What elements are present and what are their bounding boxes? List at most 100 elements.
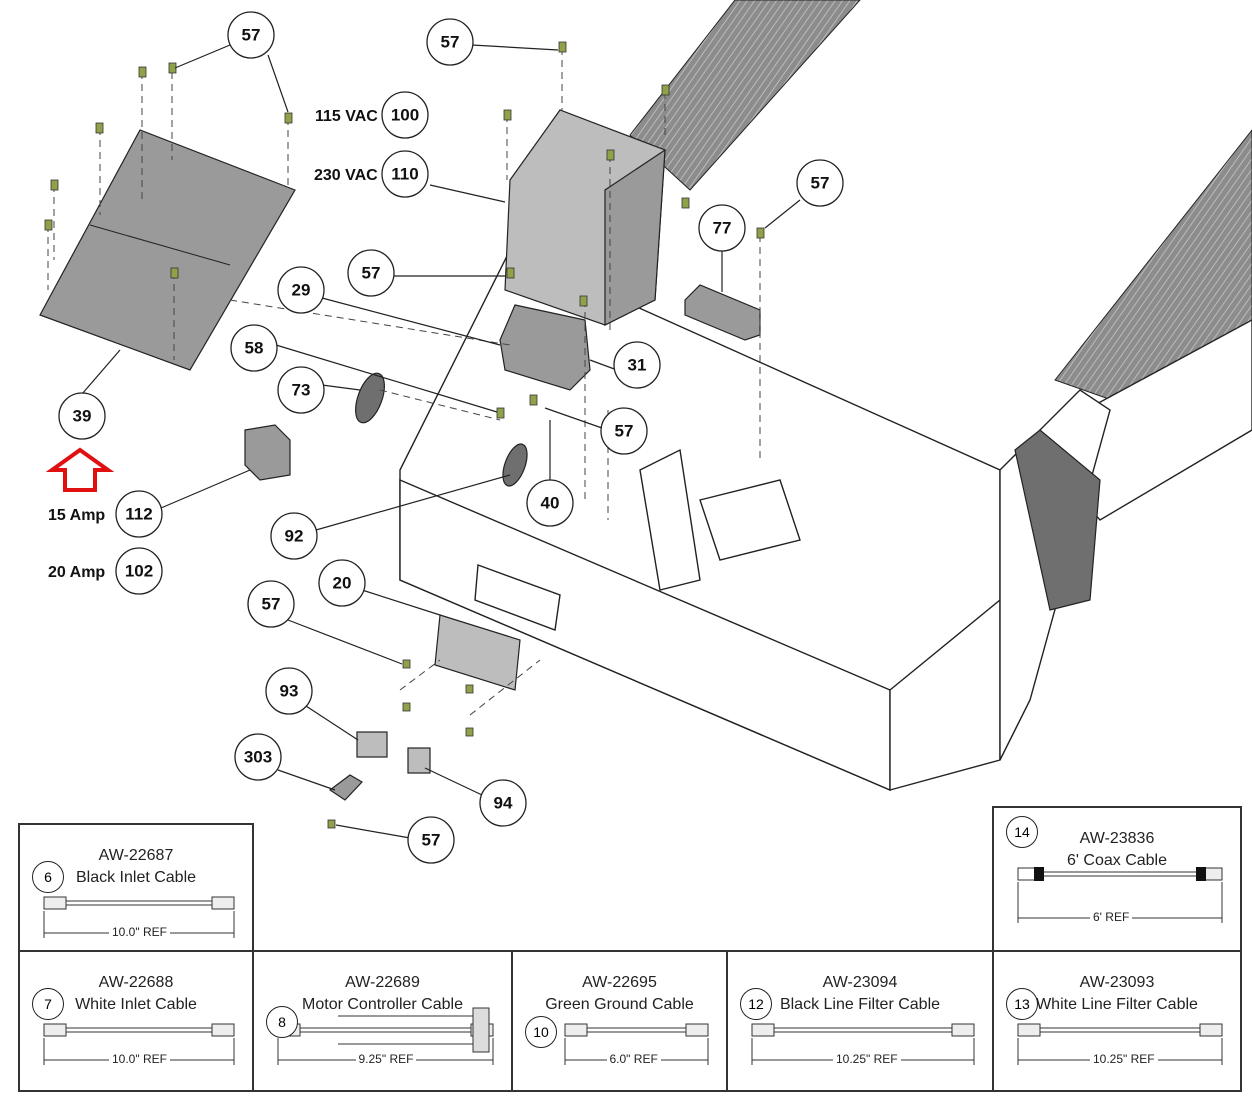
part-number: AW-23093 (1079, 974, 1155, 991)
item-number-badge: 8 (266, 1006, 298, 1038)
callout-number: 57 (615, 422, 634, 441)
callout-number: 40 (541, 494, 560, 513)
amp-label-20: 20 Amp (48, 564, 105, 581)
callout-110: 110 (381, 150, 429, 198)
callout-circle (270, 512, 318, 560)
callout-number: 57 (362, 264, 381, 283)
callout-number: 58 (245, 339, 264, 358)
item-number-badge: 14 (1006, 816, 1038, 848)
callout-circle (234, 733, 282, 781)
part-number: AW-22689 (345, 974, 420, 991)
callout-number: 303 (244, 748, 272, 767)
cable-name: Green Ground Cable (545, 996, 694, 1013)
callout-57: 57 (247, 580, 295, 628)
callout-circle (227, 11, 275, 59)
cable-drawing (751, 1023, 975, 1065)
highlight-arrow-icon (45, 447, 115, 492)
cable-card-aw-23093: AW-23093 White Line Filter Cable 13 10.2… (992, 950, 1242, 1092)
callout-circle (526, 479, 574, 527)
callout-circle (230, 324, 278, 372)
callout-circle (277, 366, 325, 414)
callout-73: 73 (277, 366, 325, 414)
cable-name: White Inlet Cable (75, 996, 197, 1013)
inner-bracket (699, 479, 801, 561)
cable-drawing (43, 1023, 235, 1065)
callout-circle (426, 18, 474, 66)
callout-circle (277, 266, 325, 314)
item-number-badge: 7 (32, 988, 64, 1020)
cable-card-aw-22695: AW-22695 Green Ground Cable 10 6.0" REF (511, 950, 728, 1092)
callout-circle (600, 407, 648, 455)
coax-connector (407, 747, 431, 774)
part-number: AW-22687 (98, 847, 174, 864)
item-number-badge: 12 (740, 988, 772, 1020)
callout-40: 40 (526, 479, 574, 527)
item-number-badge: 13 (1006, 988, 1038, 1020)
callout-number: 57 (422, 831, 441, 850)
cable-card-aw-23836: AW-23836 6' Coax Cable 14 6' REF (992, 806, 1242, 952)
callout-number: 20 (333, 574, 352, 593)
line-filter (684, 284, 761, 341)
callout-circle (381, 150, 429, 198)
callout-circle (698, 204, 746, 252)
callout-94: 94 (479, 779, 527, 827)
cover-fold-line (89, 224, 231, 266)
cable-name: 6' Coax Cable (1067, 852, 1167, 869)
callout-number: 94 (494, 794, 513, 813)
cable-drawing (1017, 867, 1223, 923)
callout-57: 57 (407, 816, 455, 864)
roller (1014, 429, 1101, 611)
cable-name: Black Line Filter Cable (779, 996, 941, 1013)
callout-circle (613, 341, 661, 389)
callout-number: 77 (713, 219, 732, 238)
power-switch (244, 424, 291, 481)
voltage-label-115: 115 VAC (315, 108, 378, 125)
callout-77: 77 (698, 204, 746, 252)
bushing (355, 372, 385, 424)
callout-93: 93 (265, 667, 313, 715)
callout-58: 58 (230, 324, 278, 372)
cable-name: Motor Controller Cable (302, 996, 463, 1013)
ground-bracket (328, 774, 363, 801)
length-ref: 9.25" REF (355, 1052, 417, 1066)
callout-303: 303 (234, 733, 282, 781)
callout-circle (58, 392, 106, 440)
length-ref: 10.25" REF (833, 1052, 901, 1066)
callout-circle (115, 490, 163, 538)
part-number: AW-23836 (1079, 830, 1155, 847)
inlet-bracket (434, 614, 521, 691)
cover-plate (39, 129, 296, 371)
cable-card-aw-22688: AW-22688 White Inlet Cable 7 10.0" REF (18, 950, 254, 1092)
amp-label-15: 15 Amp (48, 507, 105, 524)
part-number: AW-22688 (98, 974, 174, 991)
callout-circle (407, 816, 455, 864)
callout-number: 57 (811, 174, 830, 193)
callout-102: 102 (115, 547, 163, 595)
screws (44, 41, 765, 829)
callout-circle (479, 779, 527, 827)
cable-card-aw-22687: AW-22687 Black Inlet Cable 6 10.0" REF (18, 823, 254, 952)
callout-circle (265, 667, 313, 715)
callout-number: 73 (292, 381, 311, 400)
callout-number: 57 (262, 595, 281, 614)
inner-bracket (639, 448, 701, 591)
callout-57: 57 (796, 159, 844, 207)
cable-card-aw-23094: AW-23094 Black Line Filter Cable 12 10.2… (726, 950, 994, 1092)
callout-29: 29 (277, 266, 325, 314)
conveyor-belt-left (629, 0, 861, 191)
callout-57: 57 (426, 18, 474, 66)
length-ref: 10.0" REF (109, 925, 170, 939)
callout-31: 31 (613, 341, 661, 389)
length-ref: 6.0" REF (606, 1052, 661, 1066)
callout-number: 112 (125, 505, 152, 524)
cable-drawing (43, 896, 235, 938)
length-ref: 6' REF (1090, 910, 1133, 924)
callout-circle (115, 547, 163, 595)
callout-number: 31 (628, 356, 647, 375)
callout-112: 112 (115, 490, 163, 538)
item-number-badge: 10 (525, 1016, 557, 1048)
callout-number: 92 (285, 527, 304, 546)
leader-lines (81, 44, 801, 839)
callout-circle (381, 91, 429, 139)
